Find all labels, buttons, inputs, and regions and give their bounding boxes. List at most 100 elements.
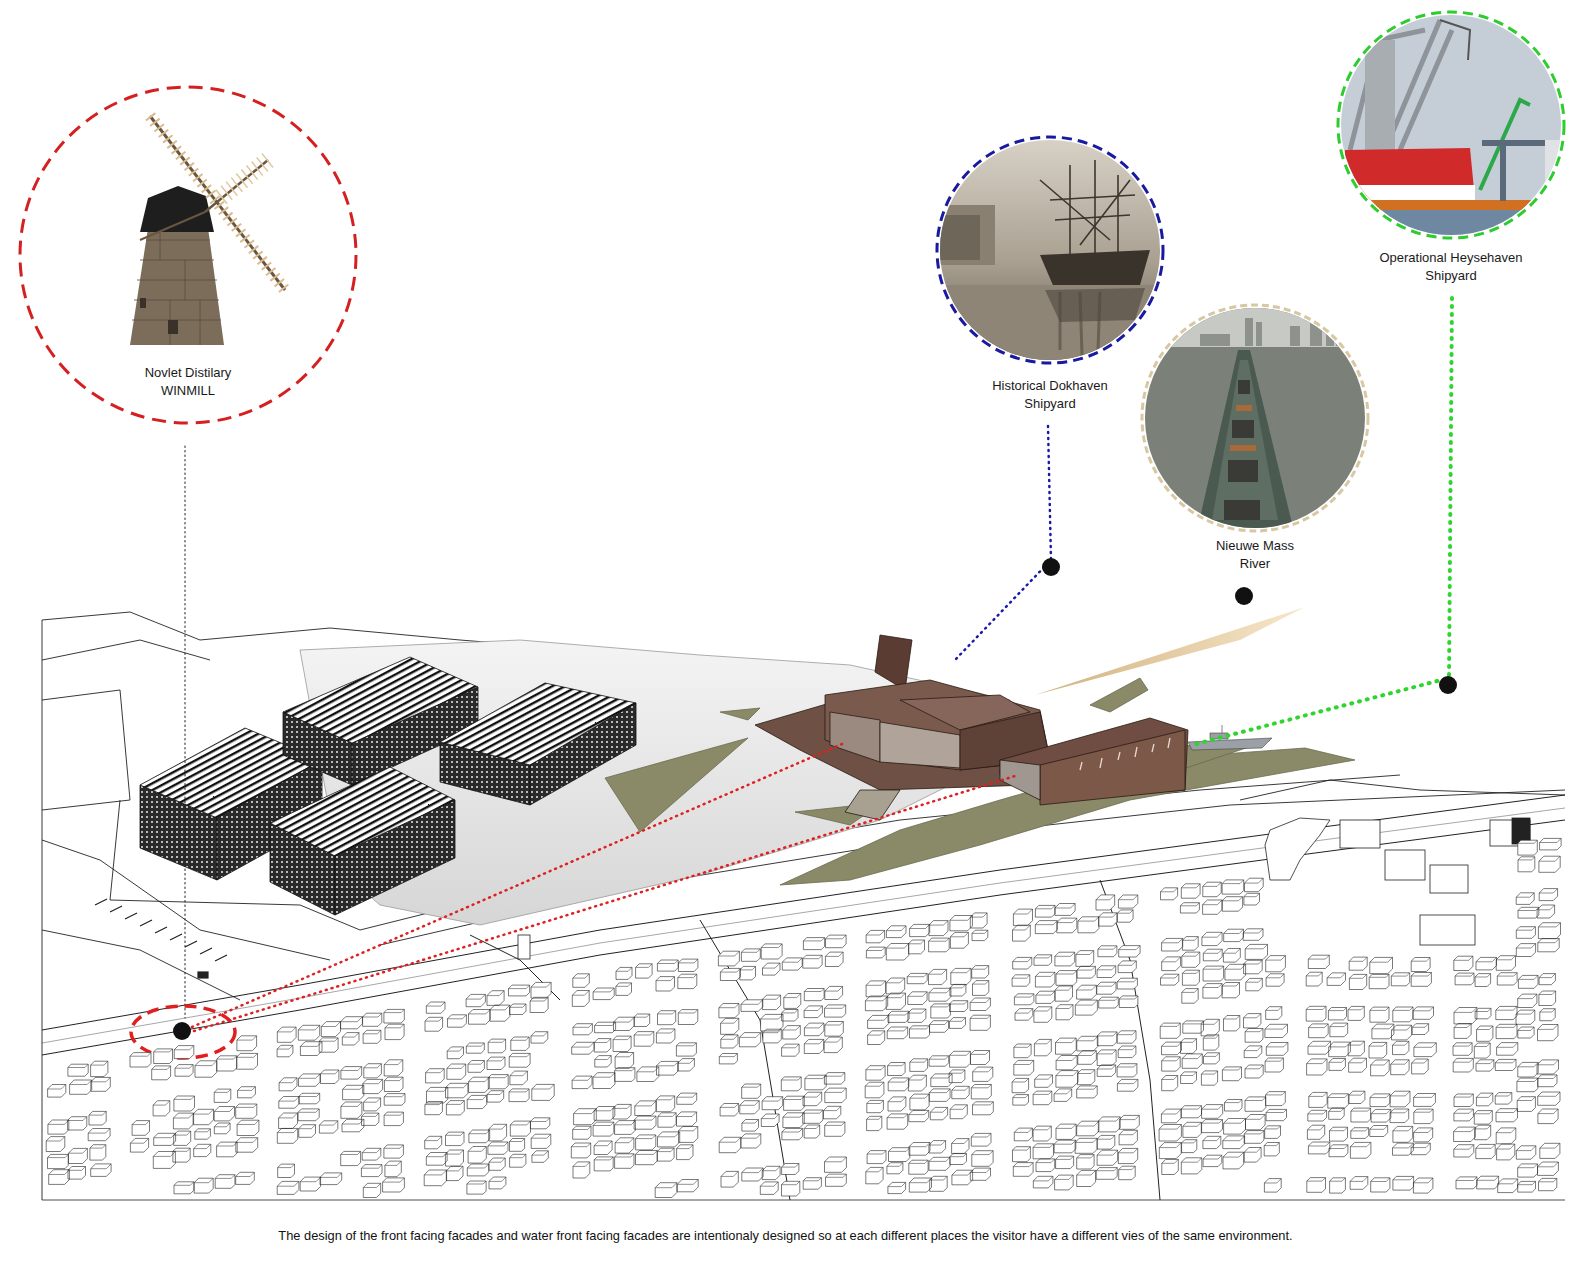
- marker-dots-part: [1235, 587, 1253, 605]
- crane-photo-part-part: [1385, 20, 1452, 150]
- river-photo-part: [1212, 360, 1278, 520]
- warehouse-blocks: [140, 657, 636, 915]
- windmill-photo-part: [150, 116, 285, 290]
- caption: The design of the front facing facades a…: [0, 1227, 1571, 1245]
- river-photo-part-part: [1256, 322, 1262, 346]
- museum-building: [755, 635, 1188, 820]
- dashed-ring: [1142, 305, 1368, 531]
- dashed-ring: [1338, 12, 1564, 238]
- map-lines: [42, 612, 1565, 1200]
- landscape-part: [720, 708, 760, 720]
- landscape-part: [795, 790, 900, 825]
- marker-dots-part: [173, 1022, 191, 1040]
- shipyard-photo-part: [1045, 288, 1145, 322]
- right-buildings-part: [1340, 820, 1380, 848]
- windmill-photo-part: [140, 298, 146, 308]
- crane-photo-part-part: [1350, 30, 1425, 150]
- museum-building-part: [1040, 730, 1185, 805]
- windmill-photo-part: [150, 116, 285, 290]
- museum-building-part-part: [1080, 738, 1170, 770]
- crane-photo-part: [1500, 146, 1506, 201]
- dashed-ring: [937, 137, 1163, 363]
- landscape: [605, 678, 1355, 885]
- map-lines-part: [42, 930, 240, 1000]
- ship-part: [1222, 725, 1223, 733]
- map-lines-part: [1240, 780, 1565, 800]
- museum-building-part: [1000, 760, 1040, 800]
- museum-building-part: [1080, 738, 1170, 770]
- windmill-photo-part-part: [132, 240, 221, 320]
- river-photo-part-part: [1224, 500, 1260, 520]
- shipyard-photo-part: [935, 285, 1165, 365]
- marker-dots-part: [1439, 676, 1457, 694]
- map-lines-part: [42, 620, 43, 1200]
- river-photo-part-part: [1290, 326, 1300, 346]
- leader-lines-part: [955, 426, 1051, 660]
- parking: [95, 899, 227, 978]
- right-buildings-part: [518, 935, 530, 959]
- windmill-photo-part: [20, 90, 360, 430]
- circle-outline: [1136, 299, 1374, 537]
- crane-photo-part: [1365, 40, 1395, 150]
- parking-part: [95, 899, 227, 961]
- landscape-part: [605, 738, 748, 832]
- river-photo-part-part: [1238, 380, 1250, 394]
- place-label: Novlet Distilary WINMILL: [126, 364, 251, 400]
- museum-building-part: [845, 790, 900, 820]
- leader-lines: [185, 298, 1452, 1031]
- river-photo: [1140, 305, 1370, 540]
- place-label: Operational Heysehaven Shipyard: [1366, 249, 1536, 285]
- leader-lines-part: [192, 744, 842, 1027]
- river-photo-part-part: [1310, 314, 1322, 346]
- view-cone: [1035, 607, 1305, 695]
- river-photo-part-part: [1200, 334, 1230, 346]
- marker-dots-part: [1042, 558, 1060, 576]
- right-buildings-part: [1385, 850, 1425, 880]
- windmill-photo: [20, 90, 360, 430]
- landscape-part: [1090, 678, 1148, 712]
- circle-outline: [931, 131, 1169, 369]
- right-buildings-part: [1265, 818, 1330, 880]
- roads-part: [700, 920, 790, 1200]
- shipyard-photo: [935, 135, 1165, 365]
- ship-part: [1188, 738, 1272, 750]
- shipyard-photo-part: [1040, 250, 1150, 290]
- right-buildings-part: [1430, 865, 1468, 893]
- shipyard-photo-part: [935, 135, 1165, 365]
- museum-building-part: [880, 722, 960, 768]
- river-photo-part-part: [1230, 445, 1256, 451]
- leader-lines-part: [185, 446, 186, 1018]
- roads: [42, 795, 1565, 1200]
- warehouse-blocks-part: [270, 767, 455, 856]
- river-photo-part: [1195, 350, 1296, 540]
- photo-circle: Operational Heysehaven Shipyard: [1332, 6, 1570, 285]
- river-photo-part: [1200, 314, 1356, 346]
- photo-circle: Nieuwe Mass River: [1136, 299, 1374, 573]
- windmill-photo-part: [130, 228, 224, 345]
- river-photo-part: [1224, 380, 1260, 520]
- right-buildings-part: [1420, 915, 1475, 945]
- map-edge: [42, 1200, 1565, 1201]
- crane-photo: [1338, 12, 1568, 245]
- windmill-photo-part: [220, 160, 268, 198]
- museum-building-part: [830, 712, 880, 762]
- crane-photo-part: [1345, 148, 1475, 202]
- museum-building-part: [875, 635, 912, 690]
- city-blocks: [42, 838, 1565, 1200]
- river-photo-part-part: [1232, 420, 1254, 438]
- windmill-photo-part: [205, 160, 268, 212]
- map-lines-part: [42, 690, 130, 810]
- city-block: [46, 838, 1561, 1197]
- windmill-photo-part: [168, 320, 178, 334]
- crane-photo-part: [1338, 205, 1568, 245]
- leader-lines-part: [1192, 298, 1452, 745]
- photo-circle: Novlet Distilary WINMILL: [14, 81, 362, 429]
- place-label: Nieuwe Mass River: [1208, 537, 1303, 573]
- place-label: Historical Dokhaven Shipyard: [978, 377, 1123, 413]
- river-photo-part-part: [1228, 460, 1258, 482]
- windmill-photo-part: [132, 230, 221, 345]
- river-photo-part: [1230, 405, 1256, 451]
- crane-photo-part: [1338, 12, 1568, 242]
